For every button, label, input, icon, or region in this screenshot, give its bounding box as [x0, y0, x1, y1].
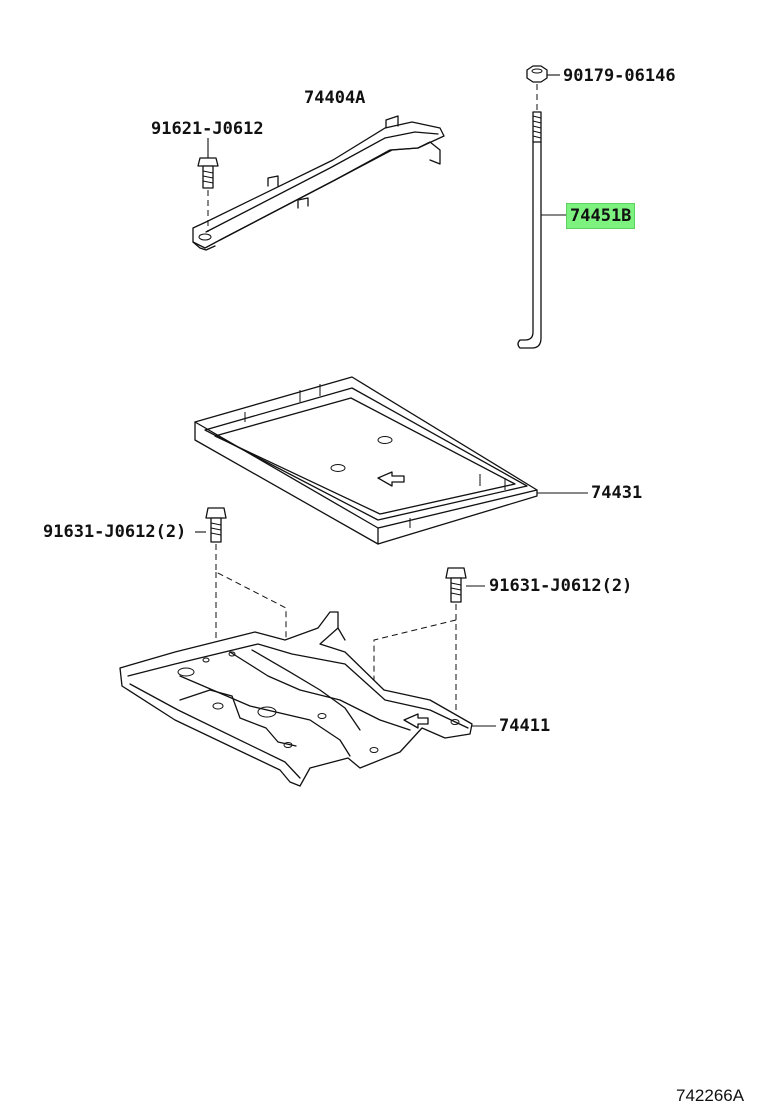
bolt-91631-left[interactable] — [205, 507, 227, 543]
bolt-91621[interactable] — [197, 157, 219, 189]
nut-90179[interactable] — [526, 65, 548, 83]
label-74451b[interactable]: 74451B — [566, 203, 636, 229]
hold-down-rod[interactable] — [517, 111, 542, 349]
battery-carrier[interactable] — [119, 611, 473, 787]
label-90179-06146[interactable]: 90179-06146 — [563, 66, 676, 86]
label-74411[interactable]: 74411 — [499, 716, 551, 736]
bolt-91631-right[interactable] — [445, 567, 467, 603]
label-91631-j0612-right[interactable]: 91631-J0612(2) — [489, 576, 633, 596]
battery-clamp[interactable] — [192, 115, 445, 251]
label-91631-j0612-left[interactable]: 91631-J0612(2) — [43, 522, 187, 542]
battery-tray[interactable] — [194, 376, 538, 545]
label-91621-j0612[interactable]: 91621-J0612 — [151, 119, 264, 139]
label-74404a[interactable]: 74404A — [304, 88, 366, 108]
catalog-number: 742266A — [676, 1086, 745, 1105]
label-74431[interactable]: 74431 — [591, 483, 643, 503]
